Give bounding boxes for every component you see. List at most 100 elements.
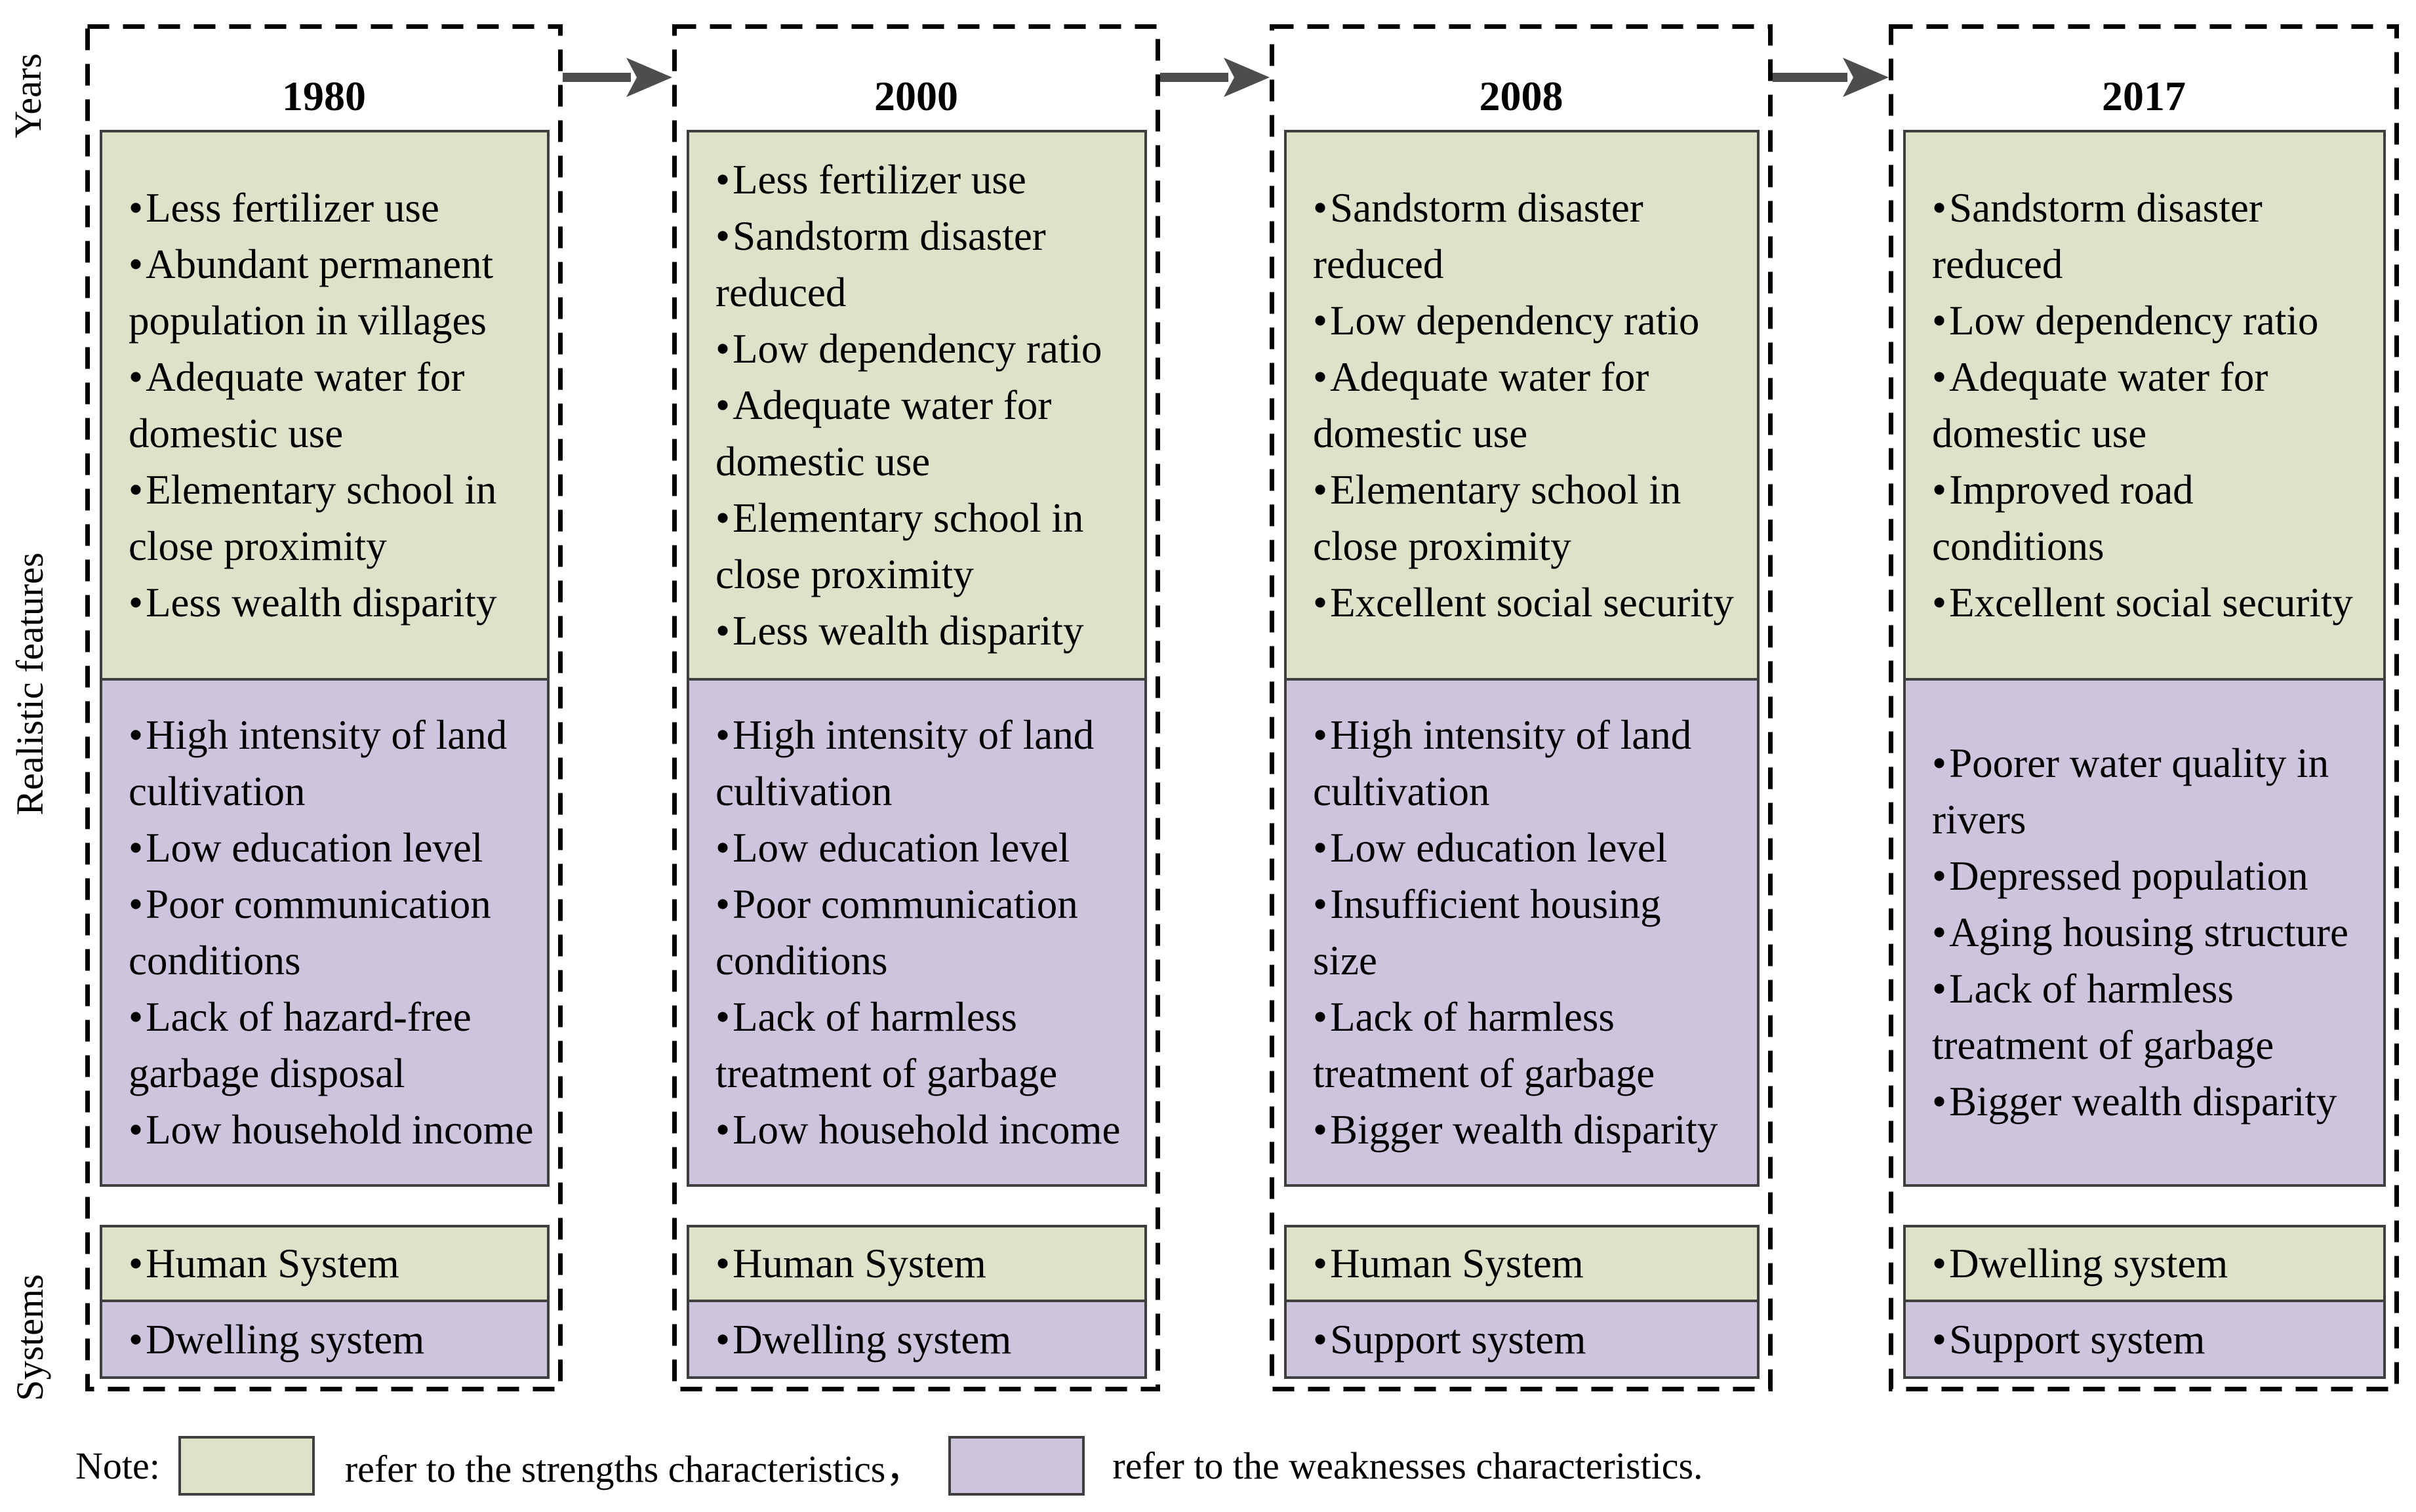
weakness-item-text: Poor communication conditions <box>129 881 491 984</box>
strength-item: •Less wealth disparity <box>129 574 535 631</box>
strength-item-text: Less wealth disparity <box>733 608 1084 654</box>
label-realistic-features: Realistic features <box>9 552 51 816</box>
bullet-icon: • <box>129 1316 144 1363</box>
arrow-right-icon <box>1160 58 1270 97</box>
bullet-icon: • <box>129 580 144 626</box>
bullet-icon: • <box>1313 354 1328 400</box>
label-years: Years <box>7 53 49 138</box>
year-column-2008: 2008 •Sandstorm disaster reduced •Low de… <box>1270 24 1773 1391</box>
bullet-icon: • <box>1932 1241 1947 1286</box>
system-row-weakness: •Dwelling system <box>689 1302 1144 1376</box>
bullet-icon: • <box>1313 825 1328 871</box>
year-column-2017: 2017 •Sandstorm disaster reduced •Low de… <box>1889 24 2399 1391</box>
system-label: Support system <box>1330 1316 1586 1363</box>
bullet-icon: • <box>129 1107 144 1153</box>
systems-box: •Human System •Dwelling system <box>100 1225 550 1379</box>
weakness-item-text: Low household income <box>733 1107 1121 1153</box>
strength-item: •Low dependency ratio <box>1932 292 2371 349</box>
dashed-border <box>1270 24 1773 1391</box>
bullet-icon: • <box>715 881 731 927</box>
bullet-icon: • <box>715 1241 731 1286</box>
system-row-strength: •Human System <box>689 1227 1144 1302</box>
weakness-item: •Bigger wealth disparity <box>1932 1073 2371 1130</box>
year-header: 1980 <box>282 73 366 119</box>
year-column-1980: 1980 •Less fertilizer use •Abundant perm… <box>85 24 563 1391</box>
legend-strength-text: refer to the strengths characteristics， <box>344 1448 924 1490</box>
year-header: 2017 <box>2102 73 2186 119</box>
bullet-icon: • <box>1932 909 1947 955</box>
system-row-strength: •Human System <box>1287 1227 1757 1302</box>
weakness-item-text: Low education level <box>146 825 483 871</box>
year-column-2000: 2000 •Less fertilizer use •Sandstorm dis… <box>672 24 1160 1391</box>
weakness-item: •Insufficient housing size <box>1313 876 1745 989</box>
bullet-icon: • <box>715 994 731 1040</box>
system-row-weakness: •Support system <box>1906 1302 2383 1376</box>
bullet-icon: • <box>129 185 144 231</box>
strength-item: •Adequate water for domestic use <box>1932 349 2371 462</box>
arrow-right-icon <box>563 58 672 97</box>
weakness-item: •Bigger wealth disparity <box>1313 1102 1745 1158</box>
legend-note: Note: refer to the strengths characteris… <box>75 1429 1703 1502</box>
strength-item-text: Abundant permanent population in village… <box>129 241 494 344</box>
bullet-icon: • <box>129 881 144 927</box>
strength-item: •Adequate water for domestic use <box>129 349 535 462</box>
strength-item-text: Excellent social security <box>1330 580 1734 626</box>
strength-item-text: Adequate water for domestic use <box>129 354 465 456</box>
bullet-icon: • <box>715 495 731 541</box>
bullet-icon: • <box>1932 853 1947 899</box>
strength-item-text: Adequate water for domestic use <box>1313 354 1649 456</box>
bullet-icon: • <box>715 382 731 428</box>
features-box: •Sandstorm disaster reduced •Low depende… <box>1903 130 2386 1187</box>
dashed-border <box>85 24 563 1391</box>
bullet-icon: • <box>129 354 144 400</box>
strength-item-text: Adequate water for domestic use <box>1932 354 2268 456</box>
system-row-strength: •Dwelling system <box>1906 1227 2383 1302</box>
weakness-item-text: High intensity of land cultivation <box>129 712 508 814</box>
bullet-icon: • <box>1313 1241 1328 1286</box>
bullet-icon: • <box>1313 881 1328 927</box>
strength-item-text: Less wealth disparity <box>146 580 497 626</box>
weakness-item: •High intensity of land cultivation <box>1313 707 1745 820</box>
strength-item-text: Sandstorm disaster reduced <box>715 213 1046 315</box>
strength-item-text: Elementary school in close proximity <box>1313 467 1681 569</box>
bullet-icon: • <box>1313 994 1328 1040</box>
weakness-item-text: Low education level <box>1330 825 1668 871</box>
bullet-icon: • <box>715 157 731 203</box>
strength-item: •Abundant permanent population in villag… <box>129 236 535 349</box>
weakness-item: •Lack of harmless treatment of garbage <box>1313 989 1745 1102</box>
bullet-icon: • <box>715 712 731 758</box>
bullet-icon: • <box>1932 298 1947 344</box>
strength-item: •Sandstorm disaster reduced <box>715 208 1133 321</box>
bullet-icon: • <box>129 994 144 1040</box>
bullet-icon: • <box>1313 1107 1328 1153</box>
note-label: Note: <box>75 1444 160 1487</box>
system-label: Human System <box>146 1241 399 1286</box>
systems-box: •Human System •Support system <box>1284 1225 1760 1379</box>
strength-item-text: Improved road conditions <box>1932 467 2194 569</box>
weakness-item-text: Depressed population <box>1949 853 2308 899</box>
weakness-item-text: Low household income <box>146 1107 534 1153</box>
system-label: Dwelling system <box>146 1316 425 1363</box>
strengths-box: •Less fertilizer use •Abundant permanent… <box>102 132 547 681</box>
bullet-icon: • <box>1932 354 1947 400</box>
weakness-item-text: High intensity of land cultivation <box>1313 712 1692 814</box>
bullet-icon: • <box>1313 1316 1328 1363</box>
bullet-icon: • <box>1932 966 1947 1012</box>
strength-item-text: Elementary school in close proximity <box>715 495 1084 597</box>
strength-item: •Improved road conditions <box>1932 462 2371 574</box>
bullet-icon: • <box>715 1316 731 1363</box>
system-label: Dwelling system <box>1949 1241 2228 1286</box>
label-systems: Systems <box>9 1274 51 1401</box>
bullet-icon: • <box>129 825 144 871</box>
weakness-item: •Low household income <box>129 1102 535 1158</box>
weakness-item: •Aging housing structure <box>1932 904 2371 961</box>
weakness-item: •Low household income <box>715 1102 1133 1158</box>
weakness-item-text: Lack of hazard-free garbage disposal <box>129 994 472 1096</box>
bullet-icon: • <box>715 825 731 871</box>
strength-item-text: Less fertilizer use <box>146 185 439 231</box>
strength-item-text: Elementary school in close proximity <box>129 467 497 569</box>
dashed-border <box>1889 24 2399 1391</box>
bullet-icon: • <box>1932 740 1947 786</box>
weakness-item: •High intensity of land cultivation <box>715 707 1133 820</box>
bullet-icon: • <box>1932 467 1947 513</box>
